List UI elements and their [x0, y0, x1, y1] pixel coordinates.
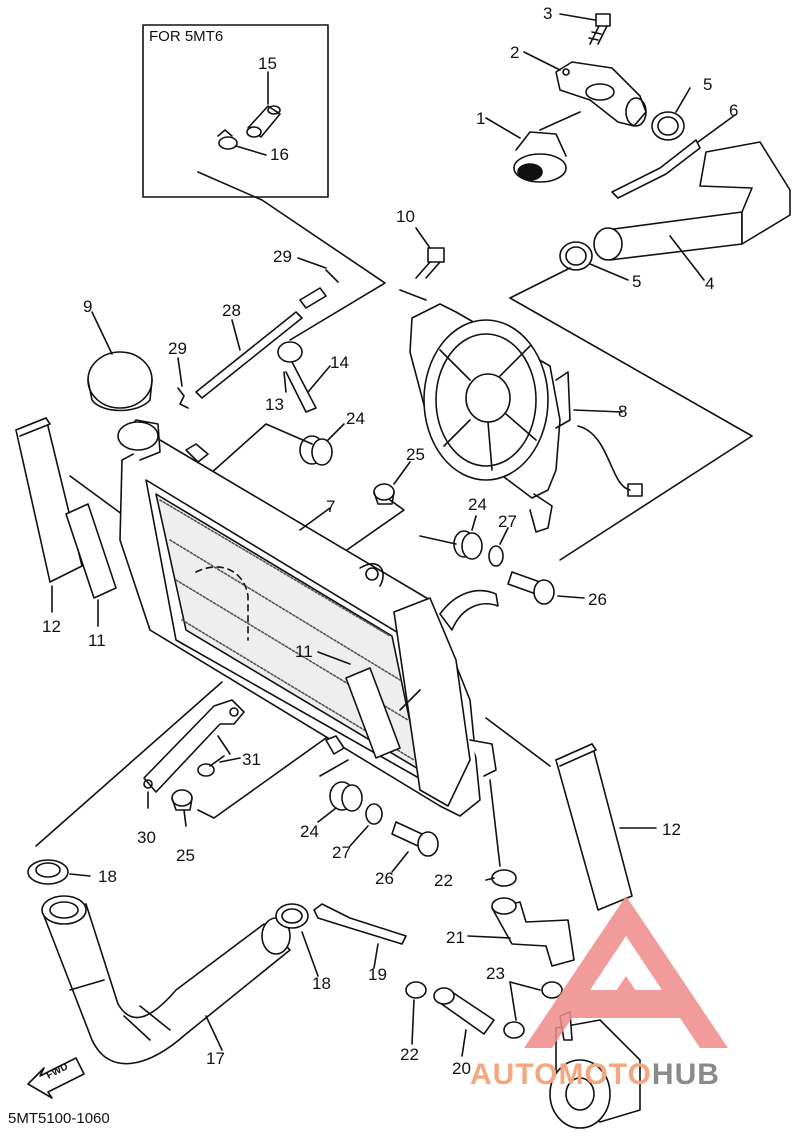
callout-19: 19 — [368, 965, 387, 984]
callout-20: 20 — [452, 1059, 471, 1078]
fwd-arrow-icon — [27, 1057, 85, 1099]
rod-28-icon — [195, 311, 303, 399]
callout-25b: 25 — [176, 846, 195, 865]
seal-12b-icon — [555, 743, 633, 911]
hose-4-icon — [593, 141, 791, 261]
callout-5a: 5 — [703, 75, 713, 94]
callout-24b: 24 — [468, 495, 487, 514]
callout-18b: 18 — [312, 974, 331, 993]
callout-29a: 29 — [273, 247, 292, 266]
seal-11-icon — [65, 503, 117, 599]
hose-clamp-5-icon — [651, 111, 685, 141]
bolt-26-icon — [507, 571, 555, 605]
callout-26b: 26 — [375, 869, 394, 888]
pipe-21-icon — [491, 897, 575, 967]
collar-25-icon — [373, 483, 395, 505]
watermark: AUTOMOTOHUB — [470, 1058, 720, 1092]
callout-1: 1 — [476, 109, 486, 128]
callout-14: 14 — [330, 353, 349, 372]
callout-22a: 22 — [434, 871, 453, 890]
hose-clamp-23b-icon — [503, 1021, 525, 1039]
hose-17-icon — [41, 895, 291, 1065]
hose-clamp-18b-icon — [275, 903, 309, 929]
callout-5b: 5 — [632, 272, 642, 291]
callout-10: 10 — [396, 207, 415, 226]
oil-cooler-icon — [549, 1011, 641, 1129]
clip-29-icon — [325, 269, 339, 283]
callout-18a: 18 — [98, 867, 117, 886]
grommet-24c-icon — [329, 781, 363, 812]
callout-25a: 25 — [406, 445, 425, 464]
bracket-6-icon — [611, 139, 701, 199]
bolt-3-icon — [588, 13, 611, 45]
callout-15: 15 — [258, 54, 277, 73]
callout-27b: 27 — [332, 843, 351, 862]
callout-17: 17 — [206, 1049, 225, 1068]
callout-2: 2 — [510, 43, 520, 62]
callout-4: 4 — [705, 274, 715, 293]
seal-11b-icon — [345, 667, 401, 759]
thermostat-housing-2-icon — [555, 61, 647, 127]
callout-22b: 22 — [400, 1045, 419, 1064]
automotohub-logo-icon — [524, 896, 728, 1048]
callout-6: 6 — [729, 101, 739, 120]
inset-box — [142, 24, 329, 198]
thermostat-1-icon — [513, 111, 581, 183]
callout-7: 7 — [326, 497, 336, 516]
pipe-29-icon — [299, 287, 327, 309]
hose-clamp-22-icon — [491, 869, 517, 887]
callout-29b: 29 — [168, 339, 187, 358]
washer-27b-icon — [365, 803, 383, 825]
callout-12a: 12 — [42, 617, 61, 636]
collar-25b-icon — [171, 789, 193, 811]
callout-23: 23 — [486, 964, 505, 983]
inset-title: FOR 5MT6 — [149, 28, 224, 45]
clip-29b-icon — [177, 387, 189, 409]
diagram-code: 5MT5100-1060 — [8, 1110, 110, 1127]
callout-8: 8 — [618, 402, 628, 421]
callout-9: 9 — [83, 297, 93, 316]
screw-31-icon — [197, 755, 225, 777]
damper-13-icon — [277, 341, 317, 413]
callout-24c: 24 — [300, 822, 319, 841]
watermark-part2: HUB — [651, 1058, 720, 1091]
hose-clamp-18-icon — [27, 859, 69, 885]
callout-30: 30 — [137, 828, 156, 847]
seal-12-icon — [15, 417, 83, 583]
callout-16: 16 — [270, 145, 289, 164]
clip-16-icon — [217, 129, 238, 150]
hose-clamp-23-icon — [541, 981, 563, 999]
bolt-10-icon — [415, 247, 445, 279]
washer-27-icon — [488, 545, 504, 567]
callout-12b: 12 — [662, 820, 681, 839]
radiator-cap-9-icon — [87, 351, 153, 412]
callout-11a: 11 — [88, 631, 106, 650]
sleeve-15-icon — [246, 105, 281, 138]
bracket-30-icon — [143, 699, 245, 793]
callout-13: 13 — [265, 395, 284, 414]
grommet-24-icon — [299, 435, 333, 466]
callout-11b: 11 — [295, 642, 313, 661]
callout-24a: 24 — [346, 409, 365, 428]
cooling-fan-8-icon — [409, 303, 643, 533]
callout-3: 3 — [543, 4, 553, 23]
bolt-26b-icon — [391, 821, 439, 857]
hose-clamp-5b-icon — [559, 241, 593, 271]
watermark-part1: AUTOMOTO — [470, 1058, 652, 1091]
grommet-24b-icon — [453, 530, 483, 560]
callout-21: 21 — [446, 928, 465, 947]
callout-31: 31 — [242, 750, 261, 769]
hose-clamp-22b-icon — [405, 981, 427, 999]
bracket-19-icon — [313, 903, 407, 945]
callout-28: 28 — [222, 301, 241, 320]
pipe-20-icon — [433, 987, 495, 1035]
callout-26a: 26 — [588, 590, 607, 609]
callout-27a: 27 — [498, 512, 517, 531]
